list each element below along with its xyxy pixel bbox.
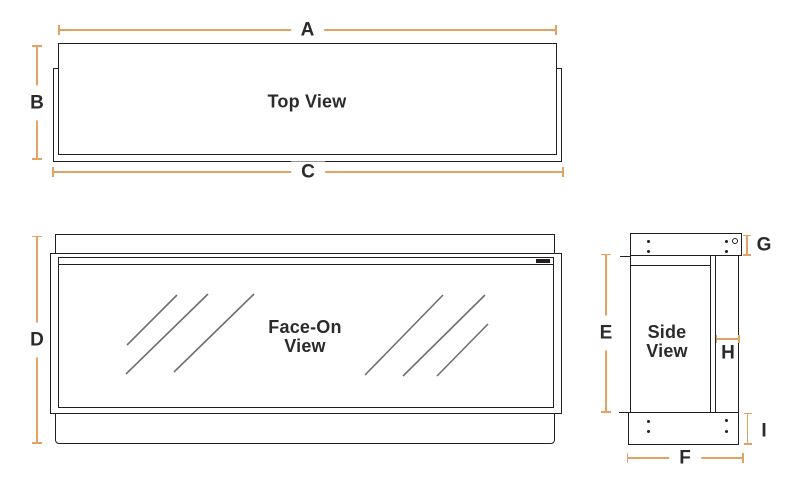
dimension-h-start-tick [715,335,718,343]
pilot-control [536,258,550,263]
dimension-c-start-tick [52,167,54,177]
side-view-inner-wall-line-1 [709,256,711,412]
vent-slot-line [59,263,553,265]
face-on-view-title-line1: Face-On [268,317,342,337]
dimension-e-label: E [596,315,616,351]
dimension-d-label: D [27,322,47,357]
dimension-b-label: B [27,85,47,120]
mounting-hole-circle [731,238,738,244]
dimension-g-end-tick [743,254,751,256]
side-view-inner-top-line [631,264,710,266]
dimension-h-line [715,338,740,340]
side-view-inner-wall-line-2 [715,256,717,412]
dimension-e-end-tick [601,411,611,413]
dimension-f-end-tick [741,453,744,463]
screw-hole-dot [724,249,728,253]
side-view-body [630,255,739,413]
dimension-g-label: G [756,234,772,256]
top-view-title: Top View [267,91,347,112]
dimension-c-label: C [291,161,325,183]
dimension-d-end-tick [32,441,42,444]
side-view-extension-tick-bottom [619,412,628,414]
dimension-i-label: I [761,420,767,442]
screw-hole-dot [646,249,650,253]
dimension-a-start-tick [58,25,60,35]
dimension-i-line [746,412,749,445]
side-view-title-line2: View [646,341,688,361]
dimension-g-start-tick [743,234,751,237]
screw-hole-dot [646,239,650,243]
top-view-chassis [58,43,557,155]
screw-hole-dot [724,239,728,243]
dimension-b-end-tick [32,158,42,160]
dimension-b-start-tick [32,45,42,47]
dimension-c-end-tick [562,167,564,177]
side-view-title-line1: Side [647,322,687,342]
dimension-i-start-tick [743,412,752,415]
face-on-view-title-line2: View [284,336,326,356]
side-view-extension-tick-top [620,255,630,257]
screw-hole-dot [646,419,650,423]
screw-hole-dot [724,419,728,422]
side-view-top-flange [630,233,742,256]
dimension-f-start-tick [626,453,629,463]
dimension-a-end-tick [555,25,557,35]
dimension-h-end-tick [737,335,740,343]
dimension-g-line [746,234,748,256]
dimension-i-end-tick [743,443,752,445]
screw-hole-dot [724,429,728,433]
dimension-a-label: A [290,19,325,41]
dimension-d-start-tick [32,235,42,238]
screw-hole-dot [646,429,650,433]
face-on-view-title: Face-On View [268,318,341,356]
side-view-title: Side View [646,323,688,361]
dimension-f-label: F [669,447,701,469]
side-view-bottom-flange [628,412,739,445]
dimension-h-label: H [721,342,735,364]
dimension-e-start-tick [601,253,611,256]
